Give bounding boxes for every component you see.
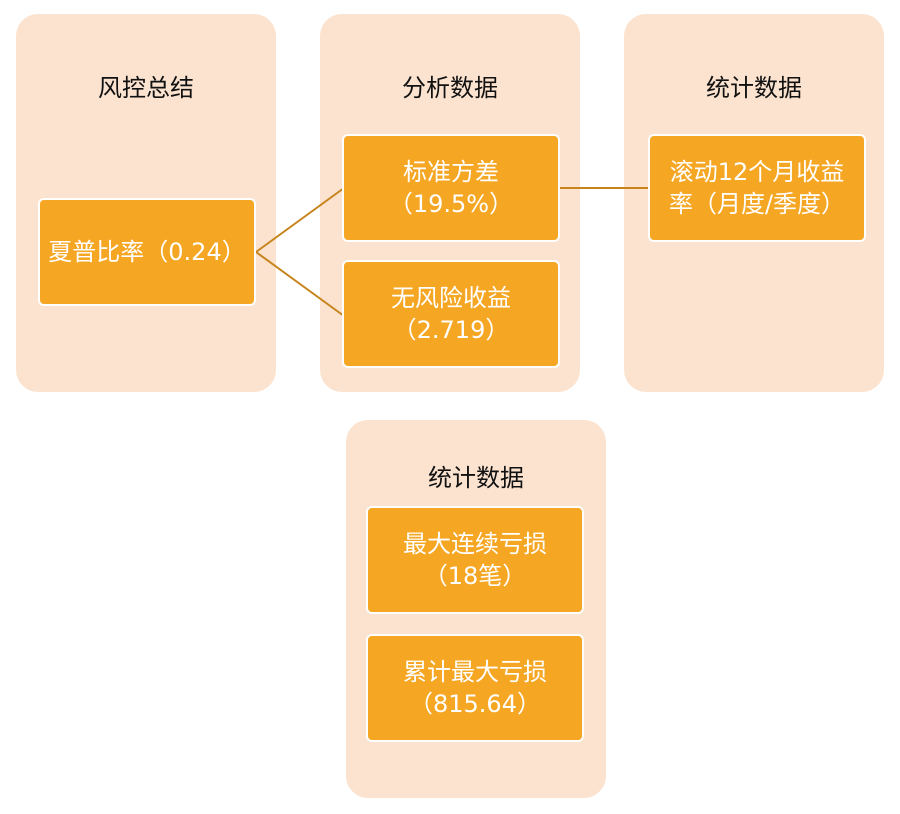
node-max-consecutive-losses-line2: （18笔） [423,562,527,590]
connector-sharpe-riskfree [255,251,345,317]
node-rolling-return: 滚动12个月收益 率（月度/季度） [648,134,866,242]
node-std-deviation-line1: 标准方差 [403,158,499,186]
connector-sharpe-std [255,187,345,253]
node-cumulative-max-loss: 累计最大亏损 （815.64） [366,634,584,742]
panel-title-analysis: 分析数据 [402,74,498,102]
node-risk-free-return-line2: （2.719） [392,316,510,344]
panel-title-risk-summary: 风控总结 [98,74,194,102]
panel-title-stats-top: 统计数据 [706,74,802,102]
node-cumulative-max-loss-line2: （815.64） [409,690,541,718]
node-rolling-return-line1: 滚动12个月收益 [669,158,845,186]
node-std-deviation-line2: （19.5%） [388,190,514,218]
node-max-consecutive-losses: 最大连续亏损 （18笔） [366,506,584,614]
node-rolling-return-line2: 率（月度/季度） [668,190,846,218]
node-sharpe-ratio-label: 夏普比率（0.24） [48,238,246,266]
node-sharpe-ratio: 夏普比率（0.24） [38,198,256,306]
node-cumulative-max-loss-line1: 累计最大亏损 [403,658,547,686]
node-max-consecutive-losses-line1: 最大连续亏损 [403,530,547,558]
node-risk-free-return: 无风险收益 （2.719） [342,260,560,368]
node-risk-free-return-line1: 无风险收益 [391,284,511,312]
node-std-deviation: 标准方差 （19.5%） [342,134,560,242]
panel-title-stats-bottom: 统计数据 [428,464,524,492]
